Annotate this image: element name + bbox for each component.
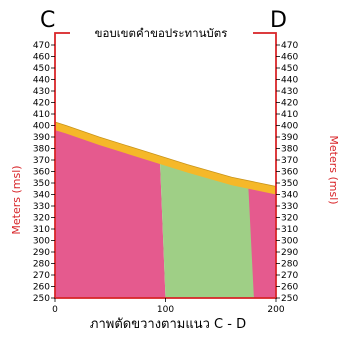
title-bg <box>70 24 253 40</box>
y-axis-label-left: Meters (msl) <box>10 165 23 234</box>
y-tick-label-right: 290 <box>281 248 298 258</box>
y-tick-label-right: 370 <box>281 156 298 166</box>
y-tick-label-left: 350 <box>33 179 50 189</box>
x-tick-label: 100 <box>157 305 174 315</box>
y-tick-label-left: 420 <box>33 99 50 109</box>
pink-unit-left <box>55 128 166 298</box>
corner-label-d: D <box>270 8 287 33</box>
y-tick-label-right: 280 <box>281 260 298 270</box>
y-tick-label-left: 400 <box>33 122 50 132</box>
y-tick-label-left: 470 <box>33 41 50 51</box>
y-tick-label-right: 450 <box>281 64 298 74</box>
x-tick-label: 200 <box>267 305 284 315</box>
corner-label-c: C <box>40 8 55 33</box>
y-tick-label-right: 420 <box>281 99 298 109</box>
y-tick-label-right: 310 <box>281 225 298 235</box>
surface-soil-band <box>55 122 276 195</box>
y-tick-label-right: 430 <box>281 87 298 97</box>
y-tick-label-right: 390 <box>281 133 298 143</box>
section-caption: ภาพตัดขวางตามแนว C - D <box>90 317 246 332</box>
y-tick-label-right: 470 <box>281 41 298 51</box>
y-tick-label-left: 360 <box>33 168 50 178</box>
green-unit <box>159 161 254 298</box>
y-tick-label-left: 460 <box>33 53 50 63</box>
y-tick-label-left: 270 <box>33 271 50 281</box>
y-tick-label-right: 300 <box>281 237 298 247</box>
y-tick-label-left: 380 <box>33 145 50 155</box>
geology-units <box>54 121 277 298</box>
y-tick-label-left: 370 <box>33 156 50 166</box>
y-tick-label-left: 300 <box>33 237 50 247</box>
y-tick-label-left: 290 <box>33 248 50 258</box>
y-tick-label-left: 450 <box>33 64 50 74</box>
surface-profile-line <box>54 121 277 187</box>
y-tick-label-right: 440 <box>281 76 298 86</box>
y-tick-label-left: 260 <box>33 283 50 293</box>
y-tick-label-right: 410 <box>281 110 298 120</box>
y-tick-label-right: 330 <box>281 202 298 212</box>
bottom-axis-ticks: 0 100 200 <box>52 298 285 315</box>
y-tick-label-right: 250 <box>281 294 298 304</box>
y-tick-label-left: 320 <box>33 214 50 224</box>
y-tick-label-right: 380 <box>281 145 298 155</box>
y-tick-label-left: 430 <box>33 87 50 97</box>
y-tick-label-right: 360 <box>281 168 298 178</box>
y-tick-label-right: 460 <box>281 53 298 63</box>
y-tick-label-left: 330 <box>33 202 50 212</box>
y-tick-label-right: 270 <box>281 271 298 281</box>
y-tick-label-right: 350 <box>281 179 298 189</box>
x-tick-label: 0 <box>52 305 58 315</box>
y-tick-label-left: 250 <box>33 294 50 304</box>
y-tick-label-right: 260 <box>281 283 298 293</box>
y-tick-label-right: 340 <box>281 191 298 201</box>
y-tick-label-right: 320 <box>281 214 298 224</box>
y-tick-label-left: 410 <box>33 110 50 120</box>
section-title: ขอบเขตคำขอประทานบัตร <box>95 26 228 40</box>
y-tick-label-left: 280 <box>33 260 50 270</box>
y-tick-label-right: 400 <box>281 122 298 132</box>
y-tick-label-left: 390 <box>33 133 50 143</box>
y-tick-label-left: 310 <box>33 225 50 235</box>
y-axis-label-right: Meters (msl) <box>327 135 340 204</box>
y-tick-label-left: 440 <box>33 76 50 86</box>
y-tick-label-left: 340 <box>33 191 50 201</box>
